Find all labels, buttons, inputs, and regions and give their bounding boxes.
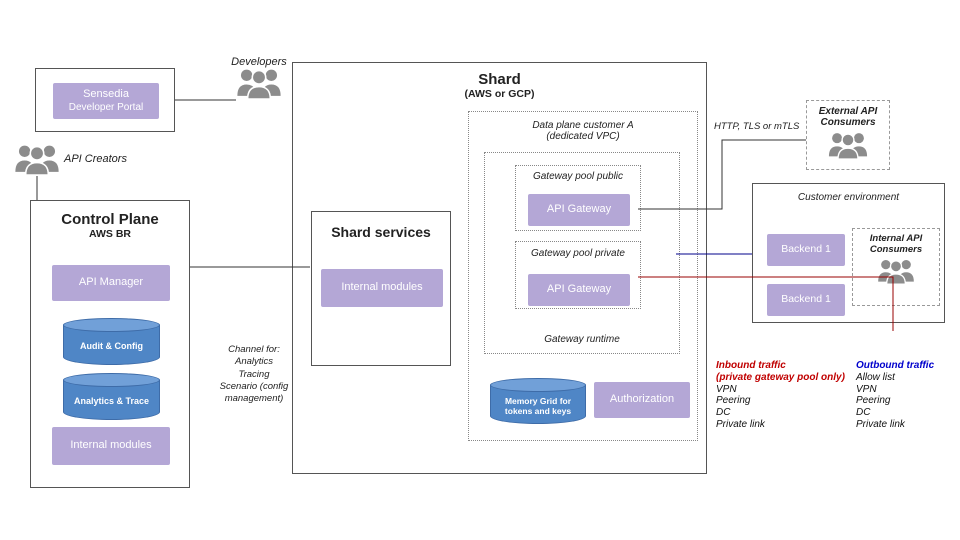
sensedia-portal-node: Sensedia Developer Portal <box>53 83 159 119</box>
api-gateway-private-label: API Gateway <box>546 283 612 296</box>
customer-environment-title: Customer environment <box>797 192 900 203</box>
inbound-item: DC <box>716 407 731 419</box>
audit-config-db: Audit & Config <box>63 318 160 365</box>
outbound-item: Allow list <box>856 371 895 383</box>
internal-api-consumers-box: Internal API Consumers <box>852 228 940 306</box>
shard-subtitle: (AWS or GCP) <box>464 88 535 100</box>
customer-environment-box: Customer environment Backend 1 Backend 1… <box>752 183 945 323</box>
cylinder-top <box>63 318 160 332</box>
internal-modules-label: Internal modules <box>70 439 152 452</box>
outbound-traffic-note: Outbound traffic Allow list VPN Peering … <box>856 360 960 431</box>
api-creators-label: API Creators <box>64 153 127 165</box>
channel-note-line: Tracing <box>238 368 270 380</box>
control-plane-box: Control Plane AWS BR API Manager Audit &… <box>30 200 190 488</box>
internal-consumers-line1: Internal API <box>869 233 923 244</box>
outbound-item: Private link <box>856 418 905 430</box>
channel-note-line: management) <box>224 393 284 405</box>
api-manager-node: API Manager <box>52 265 170 301</box>
gateway-pool-public-box: Gateway pool public API Gateway <box>515 165 641 231</box>
backend-1-label-b: Backend 1 <box>781 293 831 306</box>
developers-icon <box>236 68 282 100</box>
outbound-item: Peering <box>856 395 891 407</box>
backend-1-node-b: Backend 1 <box>767 284 845 316</box>
gateway-pool-private-label: Gateway pool private <box>531 248 625 259</box>
inbound-item: Peering <box>716 395 751 407</box>
authorization-label: Authorization <box>609 393 675 406</box>
inbound-title-line1: Inbound traffic <box>716 360 786 371</box>
inbound-traffic-note: Inbound traffic (private gateway pool on… <box>716 360 866 431</box>
api-manager-label: API Manager <box>78 276 144 289</box>
data-plane-label-line1: Data plane customer A <box>532 120 634 131</box>
api-creators-icon <box>14 144 60 176</box>
channel-note-line: Scenario (config <box>219 381 289 393</box>
portal-name-line1: Sensedia <box>83 87 129 100</box>
inbound-item: VPN <box>716 383 737 395</box>
external-api-consumers-label: External API Consumers <box>807 106 889 128</box>
memory-grid-label-line2: tokens and keys <box>504 406 572 416</box>
memory-grid-label: Memory Grid for tokens and keys <box>492 390 584 422</box>
outbound-title: Outbound traffic <box>856 360 935 371</box>
channel-note: Channel for: Analytics Tracing Scenario … <box>198 344 310 406</box>
memory-grid-label-line1: Memory Grid for <box>504 395 572 406</box>
gateway-runtime-box: Gateway pool public API Gateway Gateway … <box>484 152 680 354</box>
cylinder-top <box>63 373 160 387</box>
outbound-item: VPN <box>856 383 877 395</box>
api-gateway-private-node: API Gateway <box>528 274 630 306</box>
gateway-runtime-label: Gateway runtime <box>544 334 620 345</box>
data-plane-box: Data plane customer A (dedicated VPC) Ga… <box>468 111 698 441</box>
shard-services-internal-modules-label: Internal modules <box>341 281 423 294</box>
developers-label: Developers <box>231 56 287 68</box>
external-consumers-line2: Consumers <box>820 117 876 128</box>
api-gateway-public-node: API Gateway <box>528 194 630 226</box>
data-plane-label: Data plane customer A (dedicated VPC) <box>469 120 697 142</box>
shard-title: Shard <box>478 71 521 88</box>
external-consumers-line1: External API <box>818 106 878 117</box>
authorization-node: Authorization <box>594 382 690 418</box>
backend-1-label-a: Backend 1 <box>781 243 831 256</box>
backend-1-node-a: Backend 1 <box>767 234 845 266</box>
inbound-item: Private link <box>716 418 765 430</box>
gateway-pool-public-label: Gateway pool public <box>532 171 624 182</box>
external-api-consumers-box: External API Consumers <box>806 100 890 170</box>
shard-services-internal-modules-node: Internal modules <box>321 269 443 307</box>
control-plane-title: Control Plane <box>61 211 159 228</box>
channel-note-line: Analytics <box>234 356 273 368</box>
api-gateway-public-label: API Gateway <box>546 203 612 216</box>
analytics-trace-label: Analytics & Trace <box>73 396 150 407</box>
internal-api-consumers-label: Internal API Consumers <box>853 233 939 255</box>
data-plane-label-line2: (dedicated VPC) <box>546 131 620 142</box>
internal-modules-node: Internal modules <box>52 427 170 465</box>
control-plane-subtitle: AWS BR <box>89 228 131 240</box>
portal-name-line2: Developer Portal <box>68 101 144 113</box>
sensedia-portal-box: Sensedia Developer Portal <box>35 68 175 132</box>
internal-consumers-people-icon <box>877 259 915 285</box>
gateway-pool-private-box: Gateway pool private API Gateway <box>515 241 641 309</box>
shard-box: Shard (AWS or GCP) Shard services Intern… <box>292 62 707 474</box>
internal-consumers-line2: Consumers <box>869 244 923 255</box>
http-tls-label: HTTP, TLS or mTLS <box>714 121 800 132</box>
shard-services-box: Shard services Internal modules <box>311 211 451 366</box>
memory-grid-db: Memory Grid for tokens and keys <box>490 378 586 424</box>
channel-note-line: Channel for: <box>228 344 280 355</box>
shard-services-title: Shard services <box>331 224 431 240</box>
inbound-title-line2: (private gateway pool only) <box>716 371 845 383</box>
external-consumers-people-icon <box>828 132 868 160</box>
outbound-item: DC <box>856 407 871 419</box>
cylinder-top <box>490 378 586 392</box>
analytics-trace-db: Analytics & Trace <box>63 373 160 420</box>
audit-config-label: Audit & Config <box>80 341 143 352</box>
